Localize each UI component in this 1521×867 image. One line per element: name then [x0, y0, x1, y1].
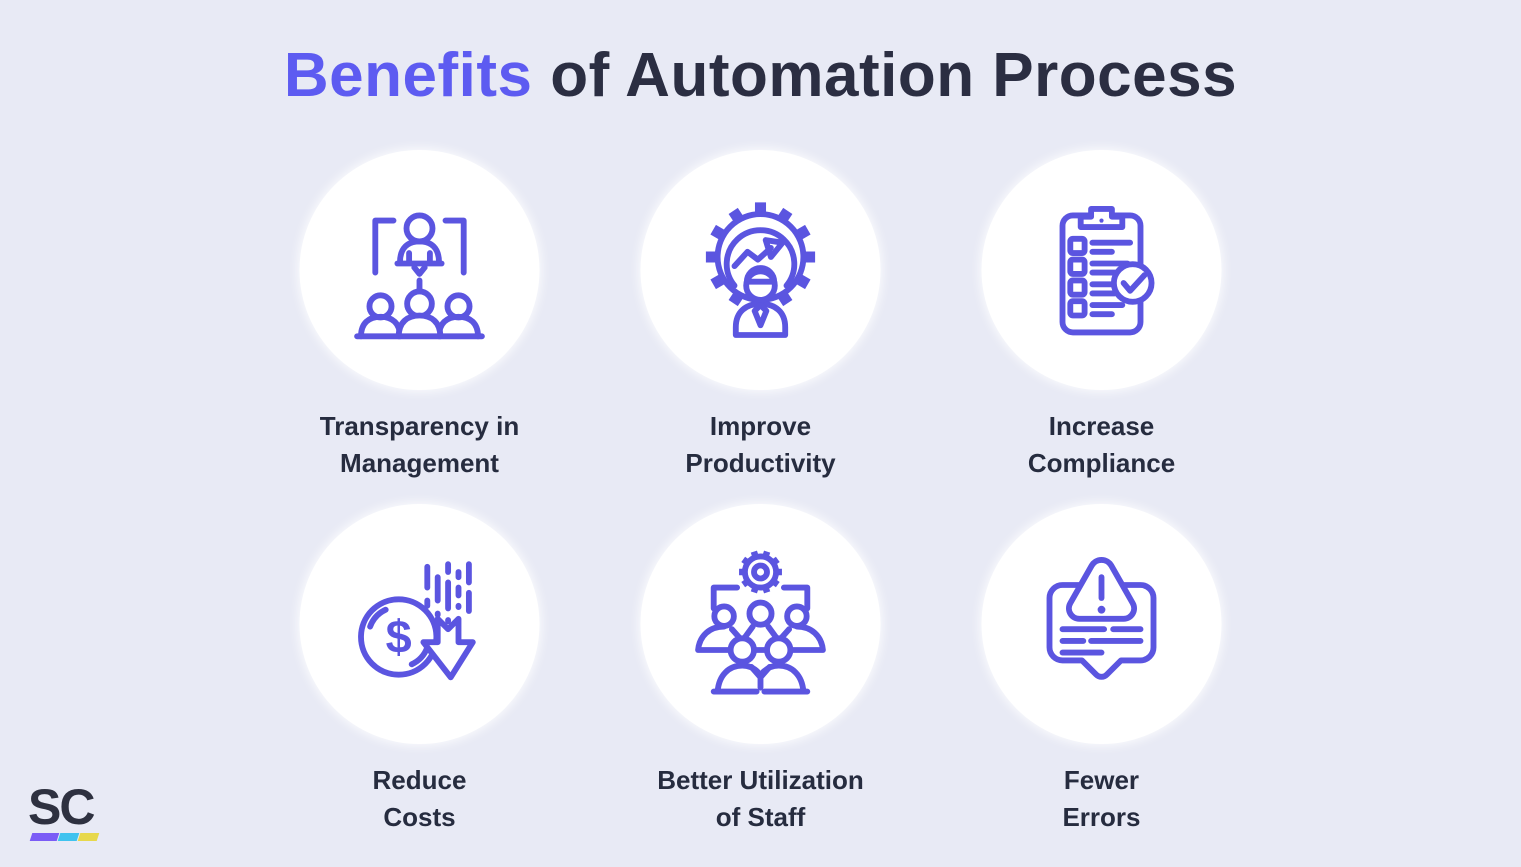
- logo-bar-purple-segment: [29, 833, 60, 841]
- label-line: Productivity: [685, 448, 836, 478]
- card-label: Reduce Costs: [373, 762, 467, 836]
- card-label: Increase Compliance: [1028, 408, 1175, 482]
- brand-logo: SC: [28, 779, 100, 841]
- svg-text:$: $: [386, 611, 412, 663]
- label-line: Costs: [383, 802, 456, 832]
- benefits-grid: Transparency in Management: [249, 150, 1272, 836]
- label-line: Increase: [1048, 411, 1155, 441]
- label-line: of Staff: [715, 802, 806, 832]
- logo-bar-cyan-segment: [57, 833, 80, 841]
- brand-logo-text: SC: [28, 779, 95, 835]
- card-fewer-errors: Fewer Errors: [931, 504, 1272, 836]
- label-line: Compliance: [1027, 448, 1176, 478]
- card-label: Better Utilization of Staff: [657, 762, 864, 836]
- card-transparency-in-management: Transparency in Management: [249, 150, 590, 482]
- card-label: Improve Productivity: [685, 408, 835, 482]
- icon-circle: [981, 504, 1222, 744]
- card-increase-compliance: Increase Compliance: [931, 150, 1272, 482]
- icon-circle: [981, 150, 1222, 390]
- gear-person-icon: [705, 202, 816, 338]
- label-line: Fewer: [1063, 765, 1140, 795]
- coin-down-arrow-icon: $: [358, 561, 476, 681]
- card-reduce-costs: $ Reduce Costs: [249, 504, 590, 836]
- icon-circle: $: [299, 504, 540, 744]
- org-chart-icon: [354, 212, 485, 340]
- label-line: Improve: [709, 411, 812, 441]
- label-line: Management: [340, 448, 499, 478]
- card-improve-productivity: Improve Productivity: [590, 150, 931, 482]
- card-label: Fewer Errors: [1062, 762, 1140, 836]
- page-title: Benefits of Automation Process: [0, 40, 1521, 111]
- label-line: Errors: [1062, 802, 1141, 832]
- label-line: Better Utilization: [657, 765, 864, 795]
- logo-bar-yellow-segment: [77, 833, 100, 841]
- brand-logo-underline: [29, 833, 100, 841]
- icon-circle: [299, 150, 540, 390]
- title-highlight: Benefits: [283, 41, 533, 110]
- card-label: Transparency in Management: [320, 408, 519, 482]
- title-rest: of Automation Process: [532, 41, 1238, 110]
- icon-circle: [640, 504, 881, 744]
- card-better-utilization-of-staff: Better Utilization of Staff: [590, 504, 931, 836]
- alert-message-icon: [1046, 557, 1157, 680]
- label-line: Transparency in: [319, 411, 520, 441]
- icon-circle: [640, 150, 881, 390]
- label-line: Reduce: [372, 765, 467, 795]
- staff-network-icon: [695, 550, 826, 695]
- clipboard-check-icon: [1059, 205, 1155, 336]
